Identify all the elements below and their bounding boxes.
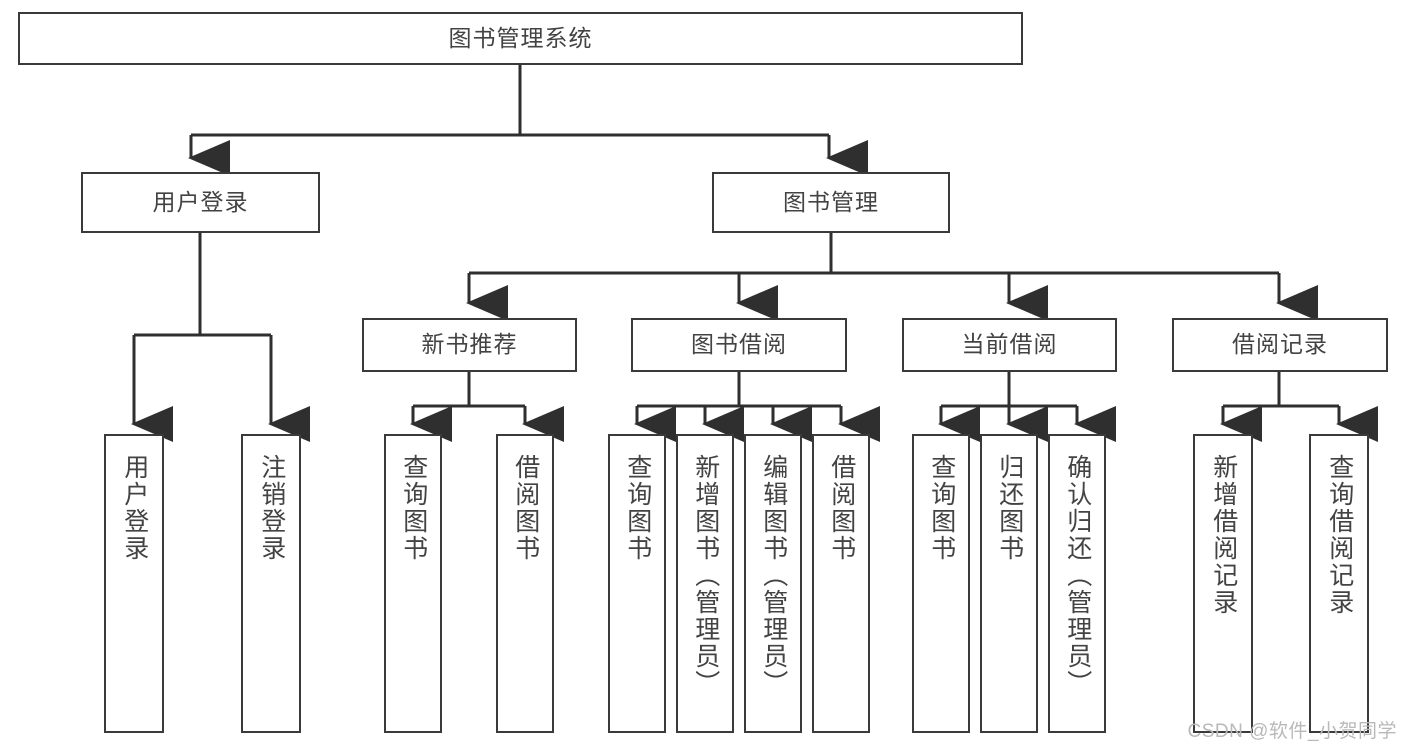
node-current-borrow[interactable]: 当前借阅: [902, 318, 1117, 372]
leaf-user-login-label: 用户登录: [120, 454, 149, 562]
leaf-query-record-label: 查询借阅记录: [1325, 454, 1354, 616]
node-book-borrow-label: 图书借阅: [691, 331, 787, 358]
leaf-confirm-return-label: 确认归还（管理员）: [1063, 454, 1092, 697]
leaf-query-book-1-label: 查询图书: [399, 454, 428, 562]
node-new-book-rec-label: 新书推荐: [421, 331, 518, 358]
leaf-user-logout-label: 注销登录: [257, 454, 286, 562]
leaf-query-record[interactable]: 查询借阅记录: [1309, 434, 1369, 733]
leaf-edit-book-label: 编辑图书（管理员）: [759, 454, 788, 697]
leaf-query-book-3-label: 查询图书: [927, 454, 956, 562]
node-book-manage[interactable]: 图书管理: [712, 172, 950, 233]
leaf-borrow-book-2-label: 借阅图书: [827, 454, 856, 562]
node-root[interactable]: 图书管理系统: [18, 12, 1023, 65]
node-current-borrow-label: 当前借阅: [961, 331, 1058, 358]
node-borrow-record-label: 借阅记录: [1232, 331, 1328, 358]
leaf-user-logout[interactable]: 注销登录: [241, 434, 301, 733]
leaf-borrow-book-1[interactable]: 借阅图书: [496, 434, 554, 733]
leaf-return-book-label: 归还图书: [995, 454, 1024, 562]
leaf-add-record[interactable]: 新增借阅记录: [1193, 434, 1253, 733]
node-borrow-record[interactable]: 借阅记录: [1172, 318, 1388, 372]
leaf-confirm-return[interactable]: 确认归还（管理员）: [1048, 434, 1106, 733]
leaf-query-book-3[interactable]: 查询图书: [912, 434, 970, 733]
leaf-borrow-book-1-label: 借阅图书: [511, 454, 540, 562]
leaf-edit-book[interactable]: 编辑图书（管理员）: [744, 434, 802, 733]
leaf-add-record-label: 新增借阅记录: [1209, 454, 1238, 616]
leaf-return-book[interactable]: 归还图书: [980, 434, 1038, 733]
node-user-login[interactable]: 用户登录: [81, 172, 320, 233]
leaf-add-book-label: 新增图书（管理员）: [691, 454, 720, 697]
leaf-user-login[interactable]: 用户登录: [104, 434, 164, 733]
leaf-add-book[interactable]: 新增图书（管理员）: [676, 434, 734, 733]
leaf-borrow-book-2[interactable]: 借阅图书: [812, 434, 870, 733]
node-root-label: 图书管理系统: [448, 24, 593, 51]
node-new-book-rec[interactable]: 新书推荐: [362, 318, 577, 372]
leaf-query-book-1[interactable]: 查询图书: [384, 434, 442, 733]
leaf-query-book-2-label: 查询图书: [623, 454, 652, 562]
leaf-query-book-2[interactable]: 查询图书: [608, 434, 666, 733]
node-book-manage-label: 图书管理: [783, 188, 879, 215]
node-user-login-label: 用户登录: [152, 188, 249, 215]
node-book-borrow[interactable]: 图书借阅: [631, 318, 847, 372]
